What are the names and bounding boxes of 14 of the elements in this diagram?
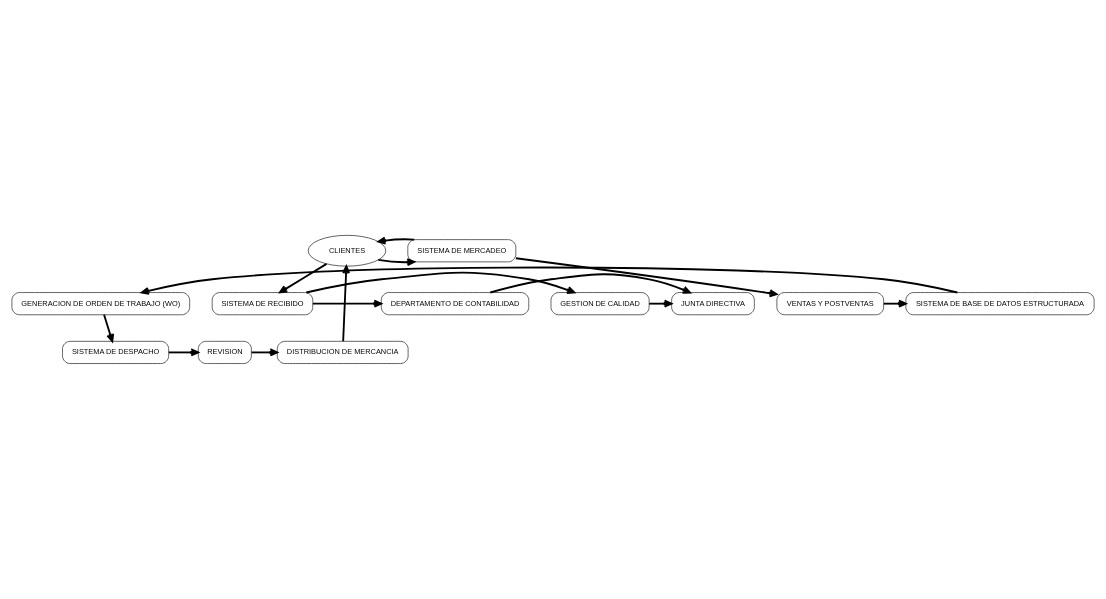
arrow [305, 271, 576, 294]
arrow [103, 313, 115, 343]
arrow [377, 236, 416, 245]
arrow [167, 348, 199, 357]
arrow [278, 262, 328, 294]
arrow [514, 257, 778, 298]
arrow [250, 348, 279, 357]
arrow [311, 299, 383, 308]
arrow [489, 273, 691, 294]
arrow [342, 265, 351, 343]
arrow [377, 258, 416, 267]
arrow [648, 299, 673, 308]
arrow [882, 299, 907, 308]
arrow [140, 266, 959, 295]
